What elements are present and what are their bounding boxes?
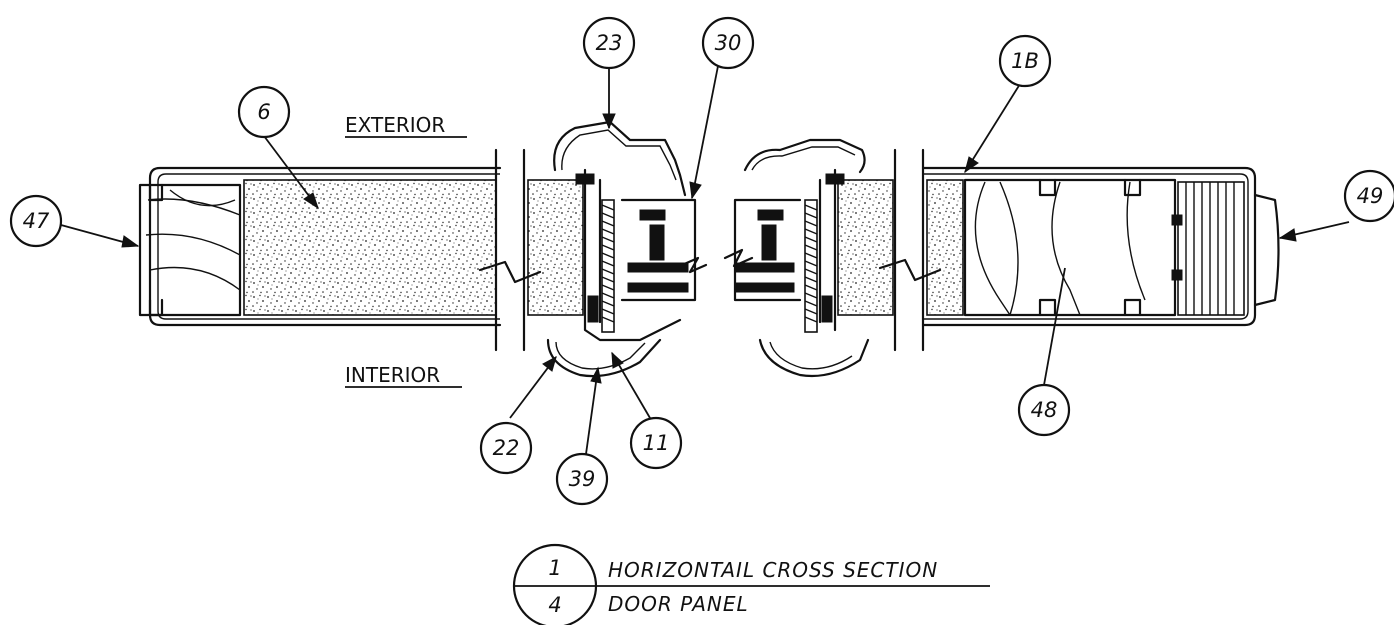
screw-left [601, 199, 615, 333]
interior-label: INTERIOR [345, 363, 440, 387]
leader-lines [60, 65, 1350, 455]
exterior-label: EXTERIOR [345, 113, 445, 137]
callout-30: 30 [701, 16, 755, 70]
left-door-panel [138, 148, 584, 352]
callout-39: 39 [555, 452, 609, 506]
svg-text:39: 39 [569, 467, 596, 491]
weatherstrip-left [620, 198, 697, 302]
callout-11: 11 [629, 416, 683, 470]
right-door-panel [837, 148, 1280, 352]
left-extrusion [546, 120, 708, 378]
wood-stile-left [138, 183, 242, 317]
svg-text:11: 11 [643, 431, 670, 455]
callout-1b: 1B [998, 34, 1052, 88]
weatherstrip-right [733, 198, 802, 302]
edge-strip-right [1171, 181, 1245, 316]
svg-text:23: 23 [596, 31, 623, 55]
wood-stile-right [963, 178, 1177, 317]
callout-47: 47 [9, 194, 63, 248]
foam-core-right [926, 179, 964, 316]
svg-text:6: 6 [257, 100, 270, 124]
callout-6: 6 [237, 85, 291, 139]
callout-49: 49 [1343, 169, 1394, 223]
svg-text:30: 30 [715, 31, 742, 55]
detail-title-block: 1 4 HORIZONTAIL CROSS SECTION DOOR PANEL [512, 543, 990, 625]
screw-right [804, 199, 818, 333]
svg-text:49: 49 [1357, 184, 1384, 208]
callout-22: 22 [479, 421, 533, 475]
title-line-1: HORIZONTAIL CROSS SECTION [608, 558, 938, 582]
right-extrusion [723, 138, 870, 378]
callout-23: 23 [582, 16, 636, 70]
callout-48: 48 [1017, 383, 1071, 437]
title-line-2: DOOR PANEL [608, 592, 749, 616]
detail-number: 1 [548, 556, 561, 580]
foam-core-left [243, 179, 497, 316]
svg-text:1B: 1B [1011, 49, 1039, 73]
svg-text:47: 47 [23, 209, 50, 233]
sheet-number: 4 [548, 593, 561, 617]
svg-text:48: 48 [1031, 398, 1058, 422]
svg-text:22: 22 [493, 436, 520, 460]
